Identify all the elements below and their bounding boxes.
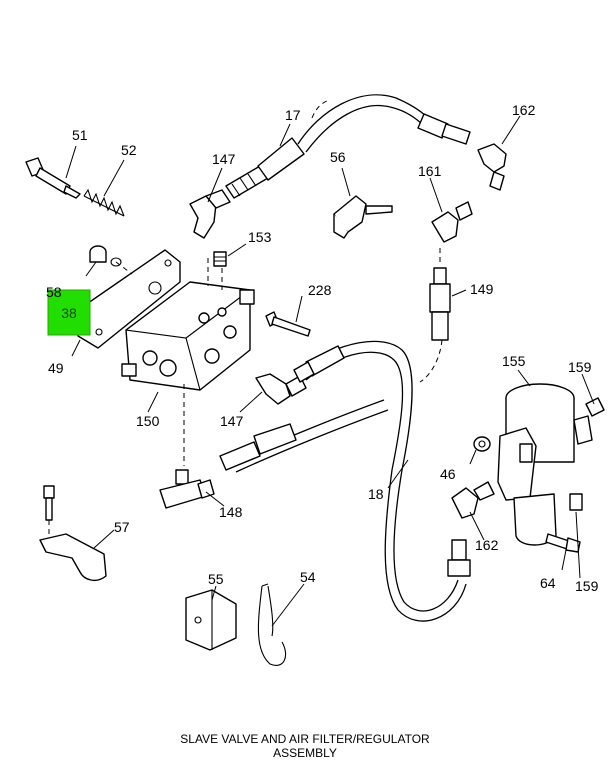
part-161-elbow[interactable] <box>431 201 473 243</box>
diagram-caption-line2: ASSEMBLY <box>273 746 337 760</box>
part-51-bolt[interactable] <box>25 157 81 199</box>
part-159-upper-plug[interactable] <box>585 397 605 417</box>
callout-147-lower: 147 <box>220 413 244 429</box>
callout-55: 55 <box>208 571 224 587</box>
callout-57: 57 <box>114 519 130 535</box>
callout-58: 58 <box>46 284 62 300</box>
callout-153: 153 <box>248 229 272 245</box>
callout-17: 17 <box>285 107 301 123</box>
highlight-marker[interactable] <box>47 289 91 336</box>
callout-159-upper: 159 <box>568 359 592 375</box>
callout-155: 155 <box>502 353 526 369</box>
callout-159-lower: 159 <box>575 578 599 594</box>
part-18-hose-lower[interactable] <box>219 340 471 622</box>
part-228-screw[interactable] <box>265 311 311 337</box>
callout-64: 64 <box>540 575 556 591</box>
part-64-screw[interactable] <box>545 533 581 553</box>
callout-46: 46 <box>440 466 456 482</box>
part-58-fitting[interactable] <box>89 245 122 267</box>
callout-150: 150 <box>136 413 160 429</box>
callout-162-lower: 162 <box>475 537 499 553</box>
callout-52: 52 <box>121 142 137 158</box>
callout-labels: 51 52 17 162 147 56 161 153 58 228 149 4… <box>46 102 599 594</box>
part-147-upper-elbow[interactable] <box>189 189 231 239</box>
part-52-spring[interactable] <box>83 188 125 217</box>
callout-147-upper: 147 <box>212 151 236 167</box>
callout-56: 56 <box>330 149 346 165</box>
assembly-lines <box>48 99 443 534</box>
callout-51: 51 <box>72 127 88 143</box>
part-150-valve-body[interactable] <box>121 281 255 391</box>
part-149-fitting[interactable] <box>429 267 451 341</box>
part-153-plug[interactable] <box>213 251 227 267</box>
part-155-filter-regulator[interactable] <box>497 383 593 546</box>
part-162-upper-fitting[interactable] <box>417 113 507 191</box>
part-17-hose-upper[interactable] <box>225 94 429 199</box>
part-46-washer[interactable] <box>473 436 491 452</box>
part-56-bracket[interactable] <box>333 195 393 239</box>
part-148-tee[interactable] <box>159 469 215 509</box>
highlight-label[interactable]: 38 <box>61 305 77 321</box>
callout-18: 18 <box>368 486 384 502</box>
callout-49: 49 <box>48 360 64 376</box>
part-49-gasket[interactable] <box>77 249 181 349</box>
callout-148: 148 <box>219 504 243 520</box>
part-57-clamp[interactable] <box>39 485 107 582</box>
diagram-caption-line1: SLAVE VALVE AND AIR FILTER/REGULATOR <box>180 732 430 746</box>
callout-149: 149 <box>470 281 494 297</box>
part-54-hook[interactable] <box>257 583 287 666</box>
callout-162-upper: 162 <box>512 102 536 118</box>
callout-228: 228 <box>308 282 332 298</box>
part-159-lower-plug[interactable] <box>569 493 583 511</box>
callout-161: 161 <box>418 163 442 179</box>
leader-lines <box>65 115 595 627</box>
part-55-bracket[interactable] <box>185 589 237 651</box>
callout-54: 54 <box>300 569 316 585</box>
part-162-lower-fitting[interactable] <box>451 481 495 519</box>
